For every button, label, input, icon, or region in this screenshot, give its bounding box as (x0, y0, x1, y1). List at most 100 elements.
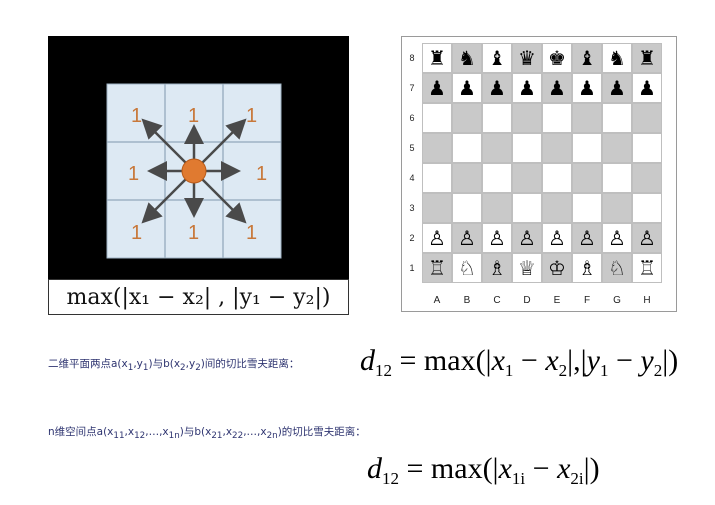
board-square[interactable] (542, 193, 572, 223)
chess-piece-icon[interactable]: ♟ (518, 76, 536, 100)
chess-piece-icon[interactable]: ♛ (518, 46, 536, 70)
board-square[interactable] (542, 163, 572, 193)
board-square[interactable]: ♞ (452, 43, 482, 73)
board-square[interactable]: ♙ (632, 223, 662, 253)
board-square[interactable] (632, 193, 662, 223)
chess-piece-icon[interactable]: ♟ (458, 76, 476, 100)
board-square[interactable] (602, 193, 632, 223)
board-square[interactable]: ♙ (572, 223, 602, 253)
chess-piece-icon[interactable]: ♕ (518, 256, 536, 280)
board-square[interactable] (572, 193, 602, 223)
chess-piece-icon[interactable]: ♚ (548, 46, 566, 70)
board-square[interactable] (572, 163, 602, 193)
chess-piece-icon[interactable]: ♘ (458, 256, 476, 280)
board-square[interactable] (632, 103, 662, 133)
board-square[interactable]: ♞ (602, 43, 632, 73)
board-square[interactable]: ♗ (482, 253, 512, 283)
board-square[interactable]: ♝ (482, 43, 512, 73)
chess-piece-icon[interactable]: ♗ (488, 256, 506, 280)
board-square[interactable]: ♘ (602, 253, 632, 283)
chess-piece-icon[interactable]: ♞ (608, 46, 626, 70)
board-square[interactable]: ♙ (602, 223, 632, 253)
board-square[interactable]: ♕ (512, 253, 542, 283)
board-square[interactable]: ♘ (452, 253, 482, 283)
board-square[interactable] (422, 193, 452, 223)
board-square[interactable] (542, 133, 572, 163)
board-square[interactable]: ♖ (632, 253, 662, 283)
board-square[interactable] (482, 193, 512, 223)
board-square[interactable]: ♟ (602, 73, 632, 103)
chess-piece-icon[interactable]: ♙ (608, 226, 626, 250)
board-square[interactable]: ♟ (542, 73, 572, 103)
board-square[interactable]: ♙ (482, 223, 512, 253)
chess-piece-icon[interactable]: ♙ (578, 226, 596, 250)
chess-piece-icon[interactable]: ♙ (428, 226, 446, 250)
board-square[interactable] (512, 163, 542, 193)
board-square[interactable]: ♙ (422, 223, 452, 253)
chess-piece-icon[interactable]: ♟ (578, 76, 596, 100)
board-square[interactable]: ♜ (632, 43, 662, 73)
board-square[interactable] (512, 133, 542, 163)
board-square[interactable] (482, 103, 512, 133)
board-square[interactable]: ♙ (542, 223, 572, 253)
file-label: G (613, 295, 621, 306)
board-square[interactable]: ♟ (512, 73, 542, 103)
board-square[interactable] (512, 193, 542, 223)
board-square[interactable] (572, 133, 602, 163)
board-square[interactable]: ♟ (422, 73, 452, 103)
board-square[interactable] (452, 133, 482, 163)
chess-piece-icon[interactable]: ♝ (488, 46, 506, 70)
board-square[interactable]: ♔ (542, 253, 572, 283)
board-square[interactable]: ♟ (482, 73, 512, 103)
board-square[interactable] (452, 103, 482, 133)
board-square[interactable]: ♙ (452, 223, 482, 253)
board-square[interactable] (452, 163, 482, 193)
chess-piece-icon[interactable]: ♙ (518, 226, 536, 250)
chess-piece-icon[interactable]: ♖ (428, 256, 446, 280)
board-square[interactable] (602, 133, 632, 163)
board-square[interactable] (542, 103, 572, 133)
board-square[interactable] (422, 163, 452, 193)
chess-piece-icon[interactable]: ♙ (638, 226, 656, 250)
board-square[interactable]: ♜ (422, 43, 452, 73)
board-square[interactable]: ♝ (572, 43, 602, 73)
board-square[interactable] (422, 103, 452, 133)
chess-piece-icon[interactable]: ♘ (608, 256, 626, 280)
board-square[interactable] (632, 163, 662, 193)
board-square[interactable] (602, 103, 632, 133)
chess-piece-icon[interactable]: ♗ (578, 256, 596, 280)
chess-piece-icon[interactable]: ♖ (638, 256, 656, 280)
rank-label: 1 (409, 263, 415, 273)
board-square[interactable]: ♛ (512, 43, 542, 73)
chess-piece-icon[interactable]: ♙ (458, 226, 476, 250)
board-square[interactable] (572, 103, 602, 133)
chess-piece-icon[interactable]: ♟ (608, 76, 626, 100)
chess-piece-icon[interactable]: ♟ (638, 76, 656, 100)
board-square[interactable] (422, 133, 452, 163)
board-square[interactable]: ♗ (572, 253, 602, 283)
chess-piece-icon[interactable]: ♙ (548, 226, 566, 250)
board-square[interactable]: ♟ (452, 73, 482, 103)
board-square[interactable] (632, 133, 662, 163)
chess-piece-icon[interactable]: ♟ (428, 76, 446, 100)
board-square[interactable]: ♚ (542, 43, 572, 73)
board-square[interactable] (452, 193, 482, 223)
chess-piece-icon[interactable]: ♙ (488, 226, 506, 250)
chess-piece-icon[interactable]: ♟ (548, 76, 566, 100)
board-square[interactable] (602, 163, 632, 193)
chess-piece-icon[interactable]: ♜ (428, 46, 446, 70)
board-square[interactable]: ♟ (632, 73, 662, 103)
chess-piece-icon[interactable]: ♔ (548, 256, 566, 280)
board-square[interactable]: ♙ (512, 223, 542, 253)
board-square[interactable]: ♟ (572, 73, 602, 103)
board-square[interactable]: ♖ (422, 253, 452, 283)
board-square[interactable] (482, 133, 512, 163)
board-square[interactable] (512, 103, 542, 133)
chess-piece-icon[interactable]: ♞ (458, 46, 476, 70)
chess-piece-icon[interactable]: ♝ (578, 46, 596, 70)
file-label: C (493, 295, 501, 306)
cell-value: 1 (188, 105, 199, 127)
board-square[interactable] (482, 163, 512, 193)
chess-piece-icon[interactable]: ♜ (638, 46, 656, 70)
chess-piece-icon[interactable]: ♟ (488, 76, 506, 100)
